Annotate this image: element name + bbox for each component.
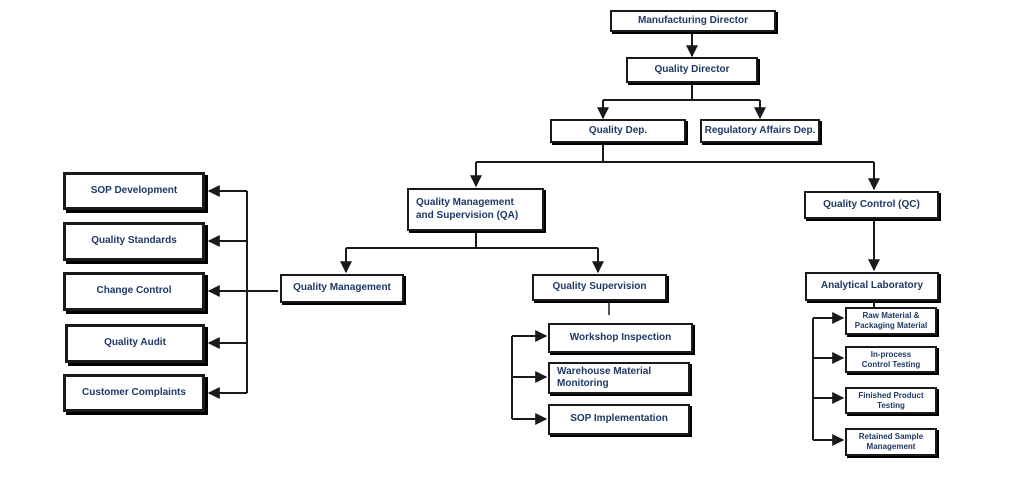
node-customer-complaints: Customer Complaints: [63, 374, 205, 412]
node-qc: Quality Control (QC): [804, 191, 939, 219]
node-quality-supervision: Quality Supervision: [532, 274, 667, 301]
node-manufacturing-director: Manufacturing Director: [610, 10, 776, 32]
node-raw-material: Raw Material & Packaging Material: [845, 307, 937, 335]
node-quality-dep: Quality Dep.: [550, 119, 686, 143]
node-sop-development: SOP Development: [63, 172, 205, 210]
node-warehouse-monitoring: Warehouse Material Monitoring: [548, 362, 690, 394]
node-quality-audit: Quality Audit: [65, 324, 205, 363]
node-workshop-inspection: Workshop Inspection: [548, 323, 693, 353]
node-change-control: Change Control: [63, 272, 205, 311]
node-finished-product: Finished Product Testing: [845, 387, 937, 414]
node-sop-implementation: SOP Implementation: [548, 404, 690, 435]
node-retained-sample: Retained Sample Management: [845, 428, 937, 456]
node-quality-director: Quality Director: [626, 57, 758, 83]
node-quality-standards: Quality Standards: [63, 222, 205, 261]
node-quality-management: Quality Management: [280, 274, 404, 303]
node-regulatory-affairs: Regulatory Affairs Dep.: [700, 119, 820, 143]
node-analytical-laboratory: Analytical Laboratory: [805, 272, 939, 301]
node-qa: Quality Management and Supervision (QA): [407, 188, 544, 231]
node-in-process: In-process Control Testing: [845, 346, 937, 373]
